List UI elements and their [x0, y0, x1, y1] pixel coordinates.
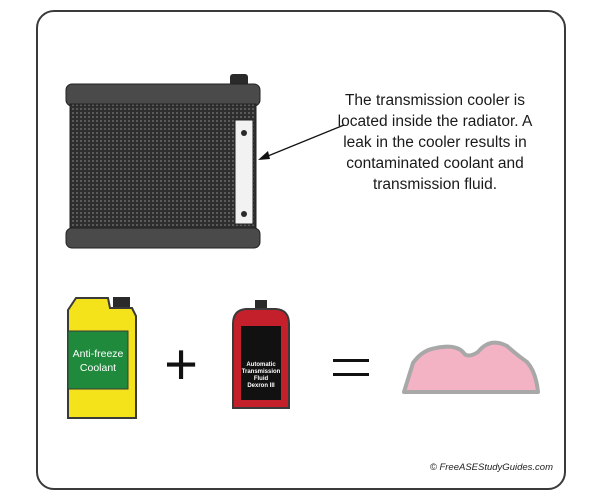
radiator-cap — [230, 74, 248, 86]
radiator-bottom-tank — [65, 227, 261, 249]
copyright-text: © FreeASEStudyGuides.com — [429, 462, 553, 473]
atf-bottle-label — [241, 326, 281, 400]
radiator-top-tank — [65, 83, 261, 107]
cooler-fitting-top — [241, 130, 247, 136]
atf-bottle-cap — [255, 300, 267, 309]
coolant-label-line2: Coolant — [80, 362, 116, 374]
pointer-arrow — [258, 124, 345, 160]
radiator-core — [69, 103, 257, 231]
atf-label-line3: Fluid — [254, 376, 269, 382]
contaminated-sludge — [402, 340, 540, 394]
radiator — [65, 74, 261, 249]
plus-sign: + — [164, 332, 198, 397]
equals-sign — [333, 359, 369, 376]
antifreeze-jug-label — [67, 330, 129, 390]
atf-label-line4: Dexron III — [247, 383, 275, 389]
antifreeze-jug: Anti-freeze Coolant — [67, 297, 137, 419]
atf-label-line2: Transmission — [242, 369, 281, 375]
caption-text: The transmission cooler is located insid… — [337, 92, 533, 193]
cooler-fitting-bottom — [241, 211, 247, 217]
atf-bottle: Automatic Transmission Fluid Dexron III — [232, 300, 290, 409]
antifreeze-jug-cap — [113, 297, 130, 309]
atf-label-line1: Automatic — [246, 362, 276, 368]
transmission-cooler — [234, 119, 254, 225]
coolant-label-line1: Anti-freeze — [73, 348, 124, 360]
